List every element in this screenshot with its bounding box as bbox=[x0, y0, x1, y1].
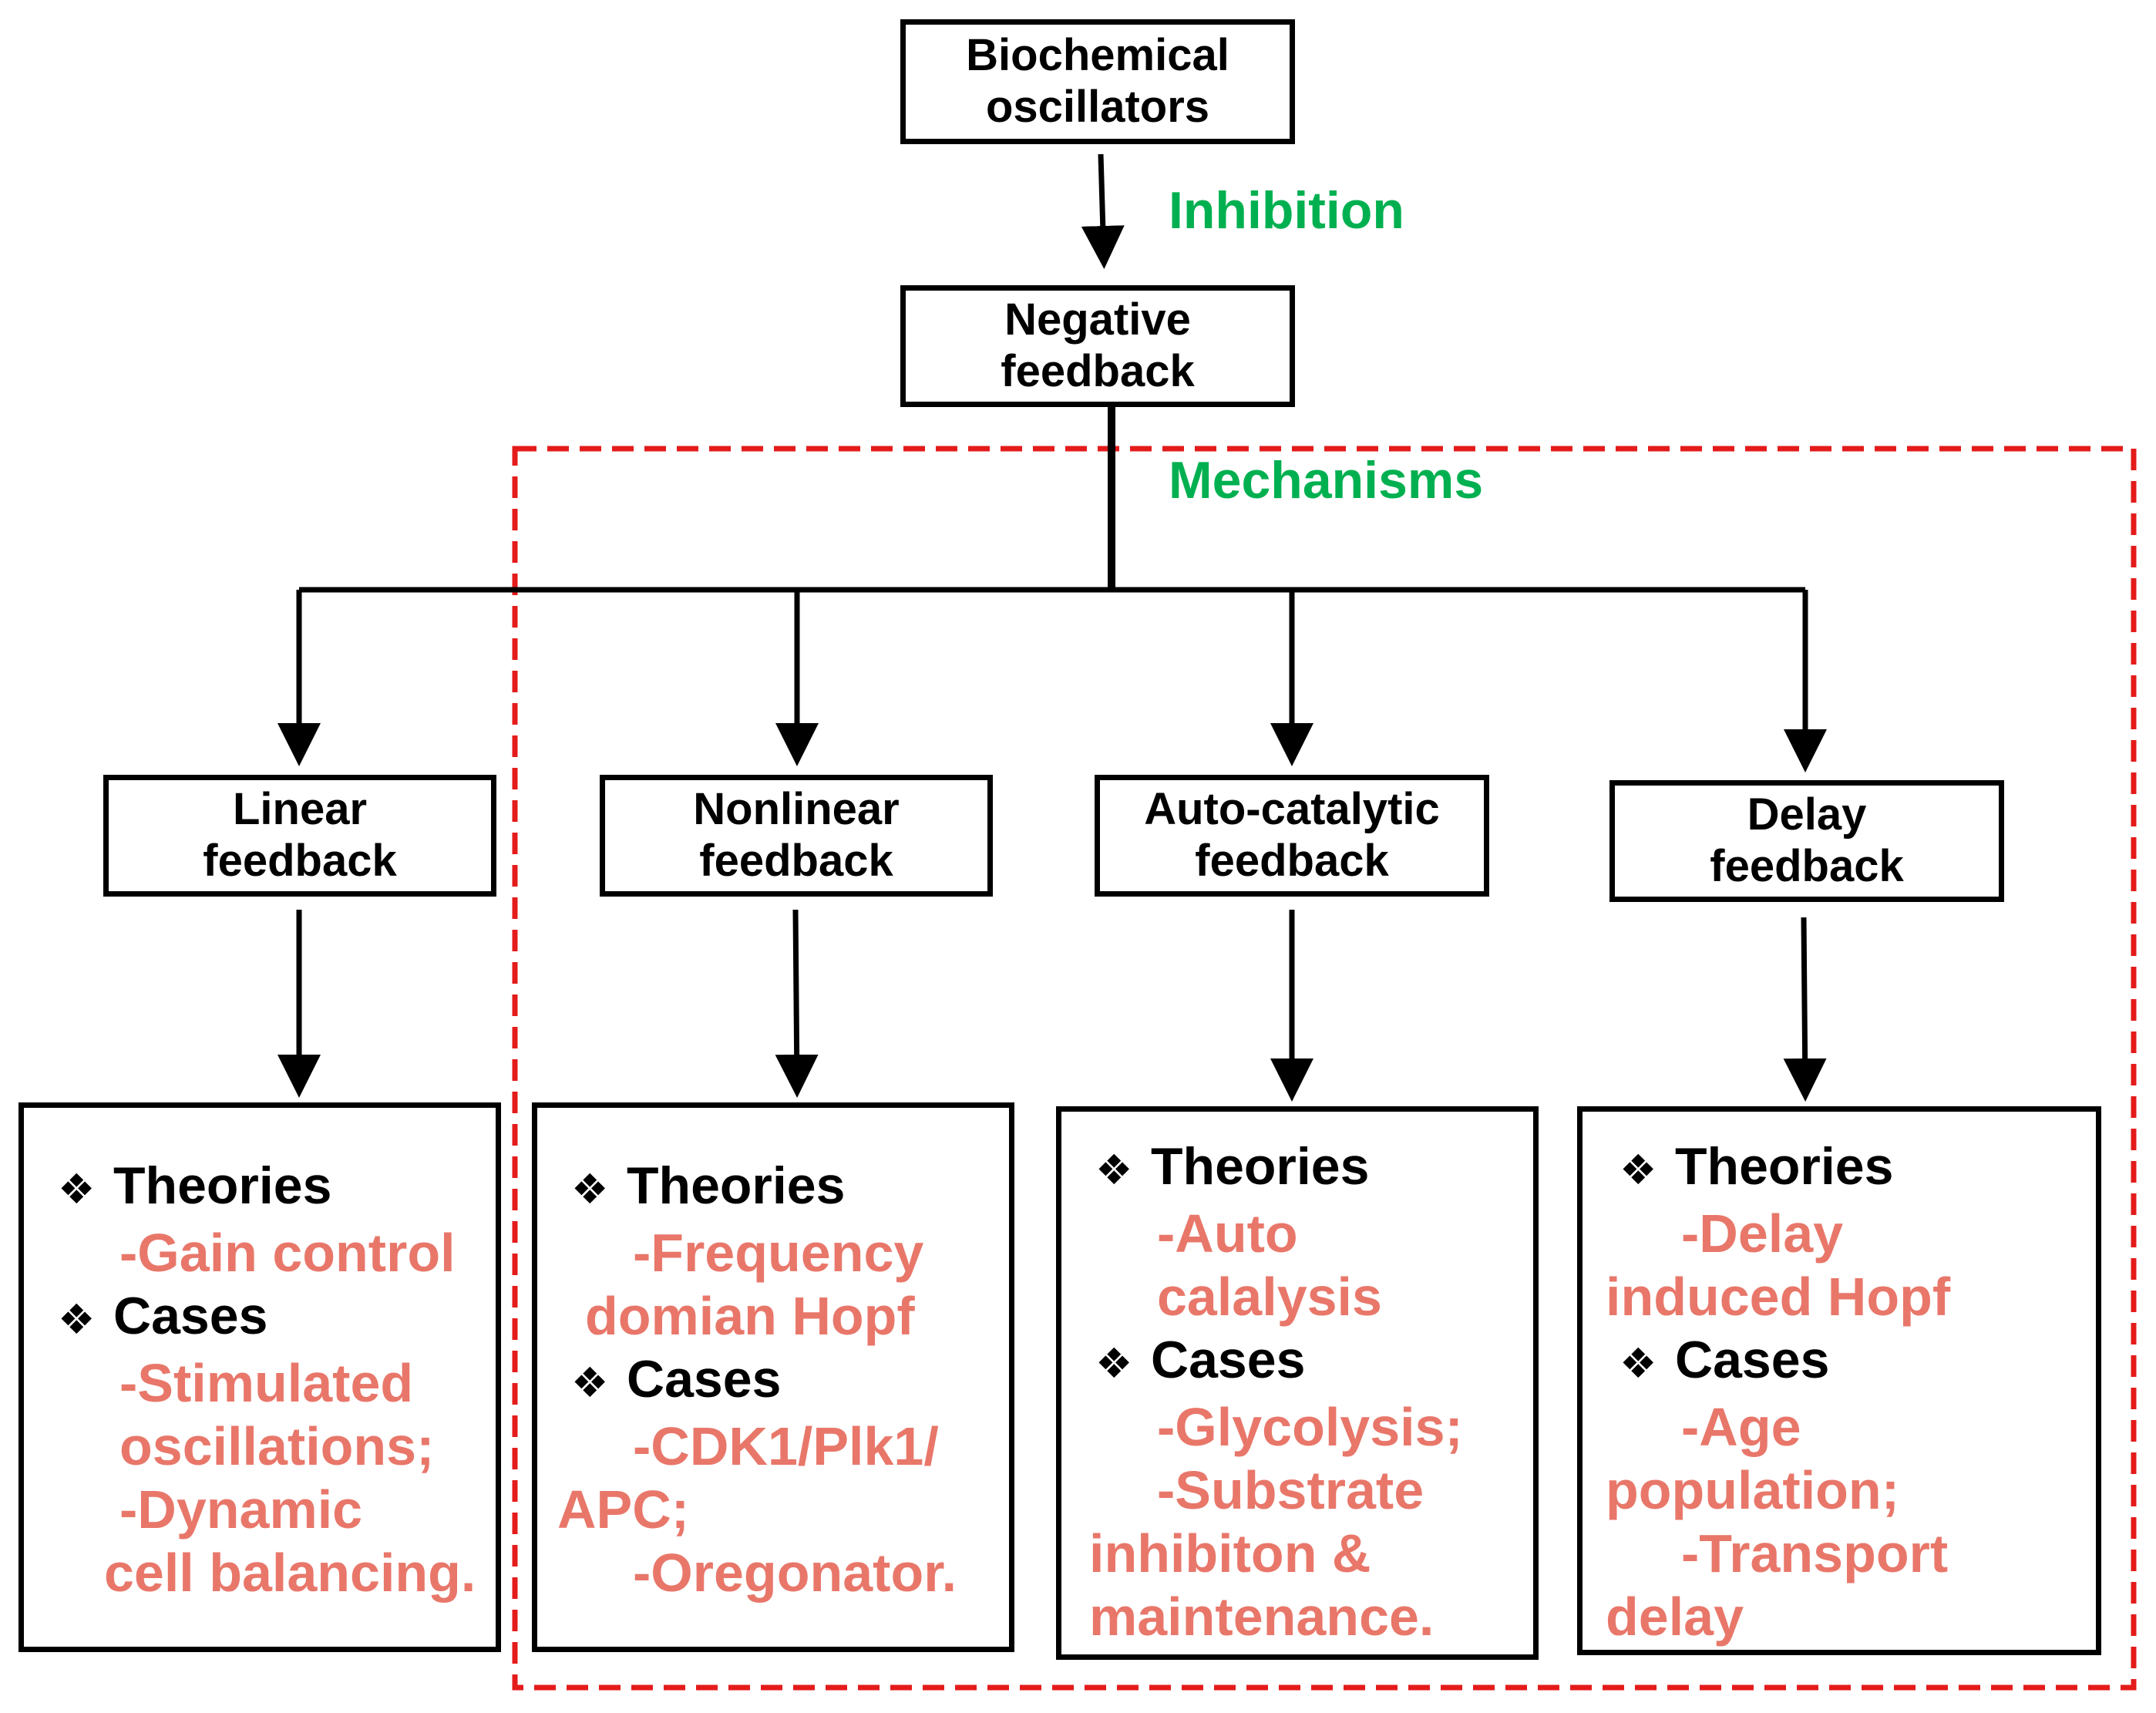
negative-label-line2: feedback bbox=[1001, 346, 1195, 396]
cases-label: Cases bbox=[627, 1350, 782, 1408]
root-label-line1: Biochemical bbox=[966, 30, 1229, 81]
case-item: -CDK1/Plk1/ bbox=[633, 1416, 939, 1476]
case-item: -Dynamic bbox=[119, 1479, 363, 1540]
theory-item: -Gain control bbox=[119, 1223, 456, 1283]
diamond-bullet-icon: ❖ bbox=[571, 1166, 609, 1213]
case-item: maintenance. bbox=[1089, 1587, 1435, 1647]
branch-title-line1: Linear bbox=[232, 784, 368, 835]
diamond-bullet-icon: ❖ bbox=[1620, 1341, 1657, 1387]
cases-heading: ❖ Cases bbox=[571, 1348, 994, 1415]
negative-feedback-node: Negative feedback bbox=[900, 285, 1295, 407]
delay-feedback-node: Delay feedback bbox=[1609, 780, 2004, 902]
theory-item: induced Hopf bbox=[1606, 1267, 1951, 1327]
case-item: -Transport bbox=[1681, 1523, 1949, 1583]
linear-details-box: ❖ Theories -Gain control ❖ Cases -Stimulat… bbox=[18, 1102, 501, 1652]
nonlinear-details-box: ❖Theories -Frequency domian Hopf ❖Cases … bbox=[532, 1102, 1014, 1652]
theories-heading: ❖ Theories bbox=[1095, 1135, 1518, 1202]
cases-label: Cases bbox=[1675, 1331, 1830, 1389]
case-item: delay bbox=[1606, 1587, 1744, 1647]
autocatalytic-feedback-node: Auto-catalytic feedback bbox=[1095, 775, 1489, 897]
negative-label-line1: Negative bbox=[1004, 294, 1191, 345]
branch-title-line2: feedback bbox=[203, 836, 397, 886]
theories-heading: ❖ Theories bbox=[58, 1154, 480, 1221]
inhibition-arrow bbox=[1081, 153, 1125, 269]
branch-title-line2: feedback bbox=[699, 836, 893, 886]
diamond-bullet-icon: ❖ bbox=[1095, 1341, 1133, 1387]
branch-title-line1: Auto-catalytic bbox=[1144, 784, 1440, 835]
branch-title-line2: feedback bbox=[1710, 841, 1904, 891]
diamond-bullet-icon: ❖ bbox=[1620, 1147, 1657, 1193]
root-node: Biochemical oscillators bbox=[900, 19, 1295, 144]
arrow-nonlinear-to-details bbox=[775, 909, 819, 1098]
theories-label: Theories bbox=[113, 1156, 332, 1215]
case-item: population; bbox=[1606, 1460, 1900, 1520]
theory-item: -Auto bbox=[1157, 1203, 1298, 1264]
linear-feedback-node: Linear feedback bbox=[103, 775, 496, 897]
mechanisms-label: Mechanisms bbox=[1169, 451, 1484, 510]
case-item: -Stimulated bbox=[119, 1353, 414, 1413]
theories-heading: ❖ Theories bbox=[1620, 1135, 2080, 1202]
branch-title-line2: feedback bbox=[1195, 836, 1389, 886]
cases-label: Cases bbox=[113, 1287, 268, 1345]
theory-item: calalysis bbox=[1157, 1267, 1382, 1327]
diamond-bullet-icon: ❖ bbox=[58, 1166, 96, 1213]
cases-label: Cases bbox=[1151, 1331, 1306, 1389]
cases-heading: ❖ Cases bbox=[1095, 1328, 1518, 1395]
cases-heading: ❖ Cases bbox=[58, 1284, 480, 1351]
diamond-bullet-icon: ❖ bbox=[58, 1297, 96, 1343]
diamond-bullet-icon: ❖ bbox=[571, 1360, 609, 1406]
case-item: APC; bbox=[557, 1479, 690, 1540]
theories-label: Theories bbox=[627, 1156, 846, 1215]
mechanisms-dashed-region bbox=[512, 446, 2137, 1691]
case-item: cell balancing. bbox=[104, 1543, 476, 1603]
theories-label: Theories bbox=[1675, 1137, 1894, 1196]
branch-title-line1: Delay bbox=[1747, 789, 1867, 840]
arrow-delay-to-details bbox=[1783, 917, 1827, 1102]
delay-details-box: ❖ Theories -Delay induced Hopf ❖ Cases -Ag… bbox=[1577, 1106, 2101, 1655]
case-item: -Glycolysis; bbox=[1157, 1397, 1463, 1457]
theory-item: domian Hopf bbox=[585, 1286, 915, 1346]
theory-item: -Delay bbox=[1681, 1203, 1844, 1264]
case-item: inhibiton & bbox=[1089, 1523, 1371, 1583]
case-item: -Age bbox=[1681, 1397, 1801, 1457]
theory-item: -Frequency bbox=[633, 1223, 924, 1283]
case-item: -Oregonator. bbox=[633, 1543, 957, 1603]
branch-title-line1: Nonlinear bbox=[693, 784, 900, 835]
root-label-line2: oscillators bbox=[985, 82, 1210, 132]
autocatalytic-details-box: ❖ Theories -Auto calalysis ❖ Cases -Glycol… bbox=[1056, 1106, 1539, 1660]
diamond-bullet-icon: ❖ bbox=[1095, 1147, 1133, 1193]
case-item: oscillations; bbox=[119, 1416, 435, 1476]
cases-heading: ❖ Cases bbox=[1620, 1328, 2080, 1395]
theories-label: Theories bbox=[1151, 1137, 1370, 1196]
nonlinear-feedback-node: Nonlinear feedback bbox=[600, 775, 993, 897]
inhibition-label: Inhibition bbox=[1169, 181, 1404, 240]
case-item: -Substrate bbox=[1157, 1460, 1424, 1520]
theories-heading: ❖ Theories bbox=[571, 1154, 994, 1221]
